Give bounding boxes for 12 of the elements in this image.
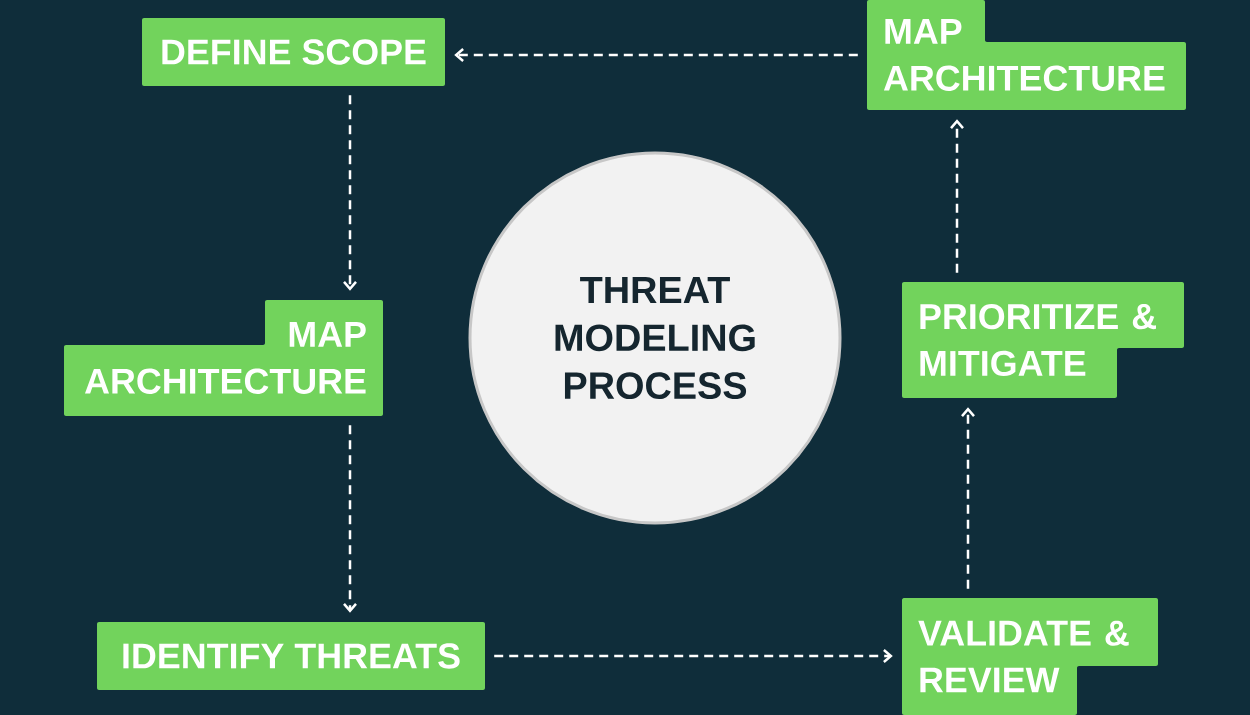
step-box: DEFINE SCOPE: [142, 18, 445, 86]
arrow: [343, 95, 357, 291]
step-box: MAP ARCHITECTURE: [867, 0, 1186, 110]
arrow: [494, 649, 893, 663]
arrow: [950, 119, 964, 273]
arrow: [343, 425, 357, 613]
step-box: IDENTIFY THREATS: [97, 622, 485, 690]
step-box: PRIORITIZE & MITIGATE: [902, 282, 1184, 398]
step-box: VALIDATE & REVIEW: [902, 598, 1158, 715]
arrow: [961, 407, 975, 589]
step-box: MAP ARCHITECTURE: [64, 300, 383, 416]
arrow: [454, 48, 858, 62]
